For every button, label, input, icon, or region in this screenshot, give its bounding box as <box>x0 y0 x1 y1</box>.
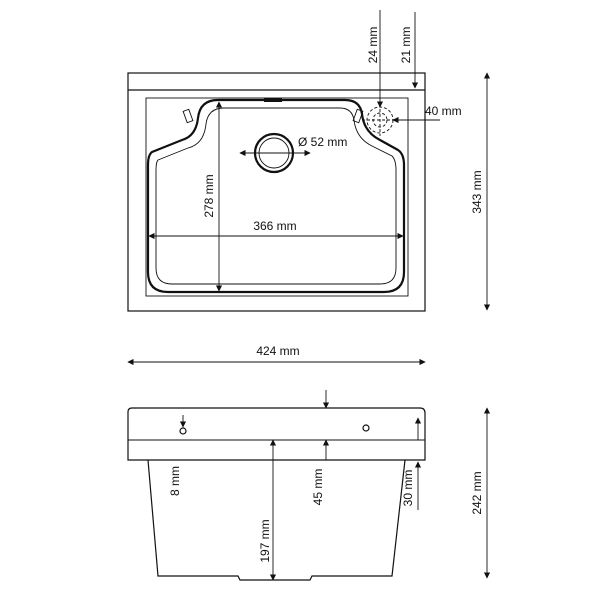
side-view: 8 mm 197 mm 45 mm 30 mm 242 mm <box>127 390 491 581</box>
tap-hole-side <box>362 424 370 432</box>
overflow-slot <box>264 98 282 102</box>
dim-rim-height-label: 45 mm <box>311 469 325 506</box>
dim-height-total-label: 242 mm <box>470 471 484 514</box>
dim-inner-width-label: 366 mm <box>253 219 296 233</box>
dim-depth-total-label: 343 mm <box>470 170 484 213</box>
top-view: 278 mm 366 mm Ø 52 mm 40 mm 24 mm 21 mm … <box>127 10 491 312</box>
dim-tap-offset-x-label: 40 mm <box>425 104 462 118</box>
sink-outline <box>127 72 426 312</box>
dim-overflow-label: 8 mm <box>168 466 182 496</box>
dim-drain-label: Ø 52 mm <box>298 135 347 149</box>
bowl-outline <box>146 98 406 294</box>
overflow-hole <box>179 427 187 435</box>
inner-rim <box>145 97 409 297</box>
dim-width-label: 424 mm <box>256 344 299 358</box>
dim-rim-label: 21 mm <box>399 27 413 64</box>
ledge-notch-right <box>352 108 364 124</box>
dim-bowl-depth-label: 197 mm <box>258 519 272 562</box>
dim-tap-offset-y-label: 24 mm <box>366 27 380 64</box>
ledge-notch-left <box>182 108 194 124</box>
dim-inner-depth-label: 278 mm <box>202 174 216 217</box>
rim-slab <box>127 407 426 461</box>
bowl-body <box>147 459 406 581</box>
dim-side-label: 30 mm <box>401 470 415 507</box>
bowl-inner-outline <box>155 107 397 285</box>
overall-width: 424 mm <box>127 344 426 366</box>
